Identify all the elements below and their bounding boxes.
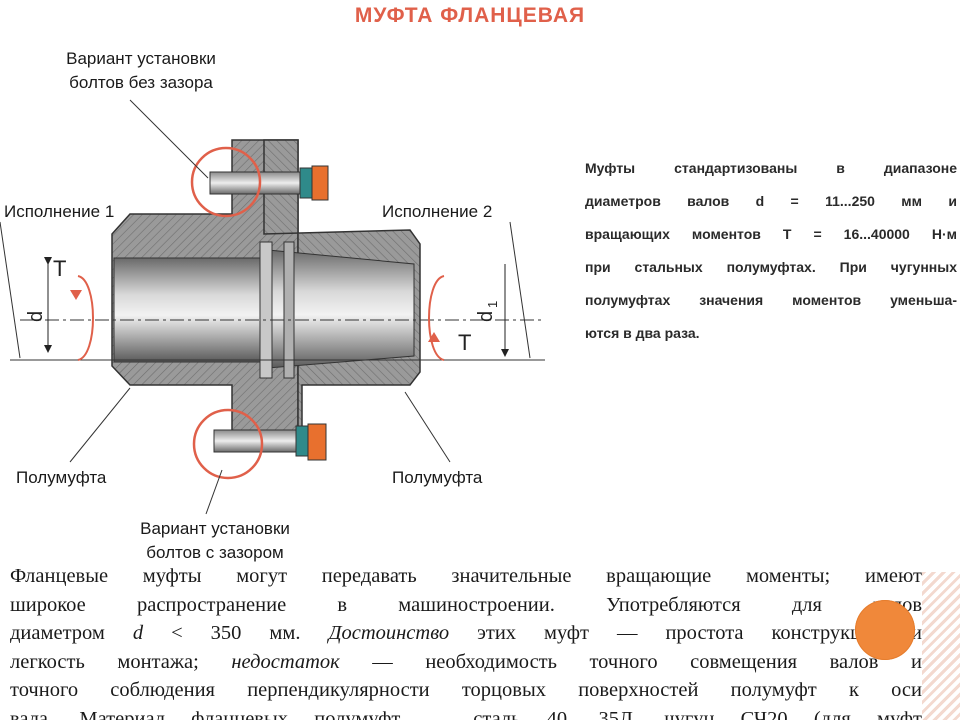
execution-2-label: Исполнение 2	[382, 202, 493, 221]
description-line: ются в два раза.	[585, 325, 700, 341]
description-block: Муфты стандартизованы в диапазоне диамет…	[585, 152, 957, 350]
orange-circle-decoration	[855, 600, 915, 660]
description-line: диаметров валов d = 11...250 мм и	[585, 193, 957, 209]
symbol-d1-subscript: 1	[485, 301, 500, 308]
description-line: вращающих моментов T = 16...40000 Н·м	[585, 226, 957, 242]
bottom-bolt-highlight	[192, 408, 264, 480]
paragraph-line: точного соблюдения перпендикулярности то…	[10, 679, 922, 701]
description-line: при стальных полумуфтах. При чугунных	[585, 259, 957, 275]
paragraph-line: легкость монтажа; недостаток — необходим…	[10, 650, 922, 673]
body-paragraph: Фланцевые муфты могут передавать значите…	[10, 562, 922, 720]
slide-title: МУФТА ФЛАНЦЕВАЯ	[354, 4, 586, 27]
paragraph-line: вала. Материал фланцевых полумуфт — стал…	[10, 707, 922, 720]
symbol-T-right: T	[458, 330, 471, 355]
description-line: Муфты стандартизованы в диапазоне	[585, 160, 957, 176]
paragraph-line: диаметром d < 350 мм. Достоинство этих м…	[10, 622, 922, 644]
top-bolt	[209, 165, 329, 201]
top-bolt-highlight	[190, 146, 262, 218]
symbol-d: d	[25, 311, 47, 322]
symbol-d1: d	[475, 311, 497, 322]
paragraph-line: Фланцевые муфты могут передавать значите…	[10, 565, 922, 587]
bottom-variant-line2: болтов с зазором	[146, 543, 284, 562]
paragraph-line: широкое распространение в машиностроении…	[10, 593, 922, 616]
coupling-drawing: T d T d 1	[0, 99, 545, 515]
bottom-text-area: Фланцевые муфты могут передавать значите…	[0, 560, 960, 720]
bottom-variant-line1: Вариант установки	[140, 519, 290, 538]
symbol-T-left: T	[53, 256, 66, 281]
left-shaft	[113, 257, 265, 363]
top-variant-line2: болтов без зазора	[69, 73, 213, 92]
bottom-variant-label: Вариант установки болтов с зазором	[110, 517, 320, 565]
description-line: полумуфтах значения моментов уменьша-	[585, 292, 957, 308]
execution-1-label: Исполнение 1	[4, 202, 115, 221]
left-half-label: Полумуфта	[16, 468, 107, 487]
top-variant-line1: Вариант установки	[66, 49, 216, 68]
right-half-label: Полумуфта	[392, 468, 483, 487]
top-variant-label: Вариант установки болтов без зазора	[36, 47, 246, 95]
decorative-stripe	[922, 572, 960, 720]
